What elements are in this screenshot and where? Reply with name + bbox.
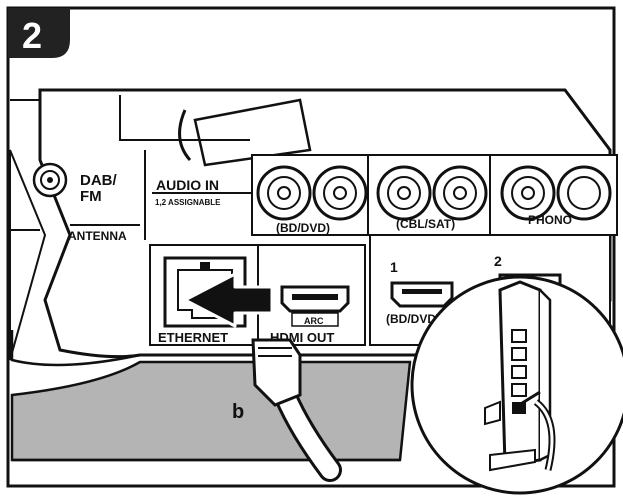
hdmi-in-1-label: 1 [390, 259, 398, 275]
antenna-label: ANTENNA [68, 229, 127, 243]
router-icon [484, 280, 552, 472]
push-arrow-icon [183, 272, 274, 328]
dab-fm-label: DAB/ [80, 172, 117, 189]
rca-jack-bd-left [256, 165, 312, 221]
rca-jacks [251, 154, 618, 236]
rca-jack-phono-left [500, 165, 556, 221]
dab-fm-label-line2: FM [80, 188, 102, 205]
cable-b-label: b [232, 401, 244, 423]
ethernet-cable [251, 338, 342, 482]
hdmi-in-1-sub-label: (BD/DVD) [386, 312, 440, 326]
rca-jack-bd-right [312, 165, 368, 221]
step-badge: 2 [8, 8, 70, 58]
hdmi-in-2-label: 2 [494, 253, 502, 269]
wireless-antenna [119, 95, 312, 167]
router-zoom-inset [410, 275, 623, 495]
arc-label: ARC [304, 316, 324, 326]
bd-dvd-audio-label: (BD/DVD) [276, 221, 330, 235]
hdmi-out-port [280, 285, 350, 327]
step-number: 2 [22, 15, 42, 56]
rca-jack-cbl-left [376, 165, 432, 221]
rca-jack-cbl-right [432, 165, 488, 221]
dab-fm-jack [32, 162, 68, 198]
rca-jack-phono-right [556, 165, 612, 221]
ethernet-label: ETHERNET [158, 330, 228, 345]
hdmi-in-1-port [390, 281, 454, 308]
phono-label: PHONO [528, 213, 572, 227]
audio-in-label: AUDIO IN [156, 177, 219, 193]
assignable-label: 1,2 ASSIGNABLE [155, 198, 221, 207]
cbl-sat-label: (CBL/SAT) [396, 217, 455, 231]
